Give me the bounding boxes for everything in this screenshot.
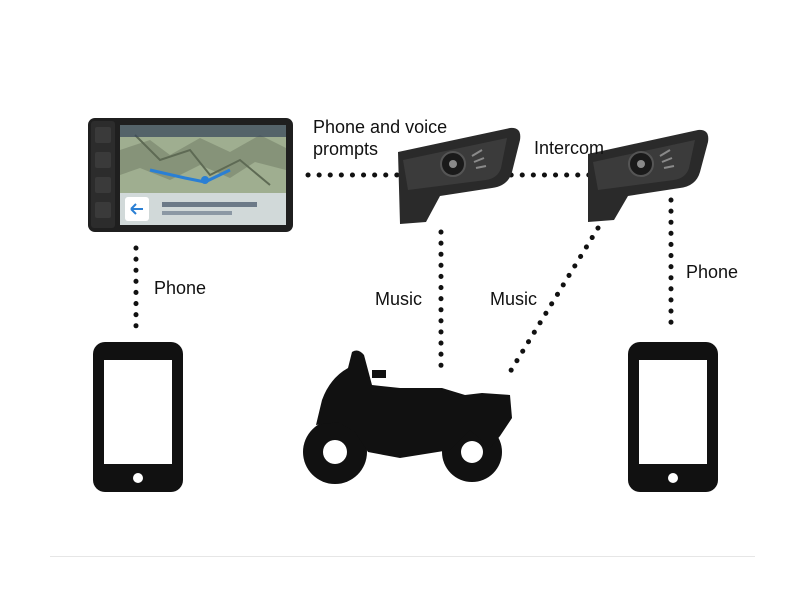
label-phone-voice-line2: prompts — [313, 139, 379, 159]
motorcycle-icon — [303, 350, 512, 484]
smartphone-icon — [628, 342, 718, 492]
label-phone-left: Phone — [154, 278, 207, 298]
label-phone-and-voice-prompts: Phone and voice prompts — [313, 116, 473, 160]
gps-navigator-icon — [88, 118, 293, 232]
label-phone-right: Phone — [686, 262, 739, 282]
label-music-headset-b: Music — [490, 289, 538, 309]
bluetooth-headset-icon — [398, 127, 521, 224]
bluetooth-headset-icon — [588, 129, 709, 222]
label-music-headset-a: Music — [375, 289, 423, 309]
smartphone-icon — [93, 342, 183, 492]
label-phone-voice-line1: Phone and voice — [313, 117, 448, 137]
label-intercom: Intercom — [534, 138, 605, 158]
footer-divider — [50, 556, 755, 557]
